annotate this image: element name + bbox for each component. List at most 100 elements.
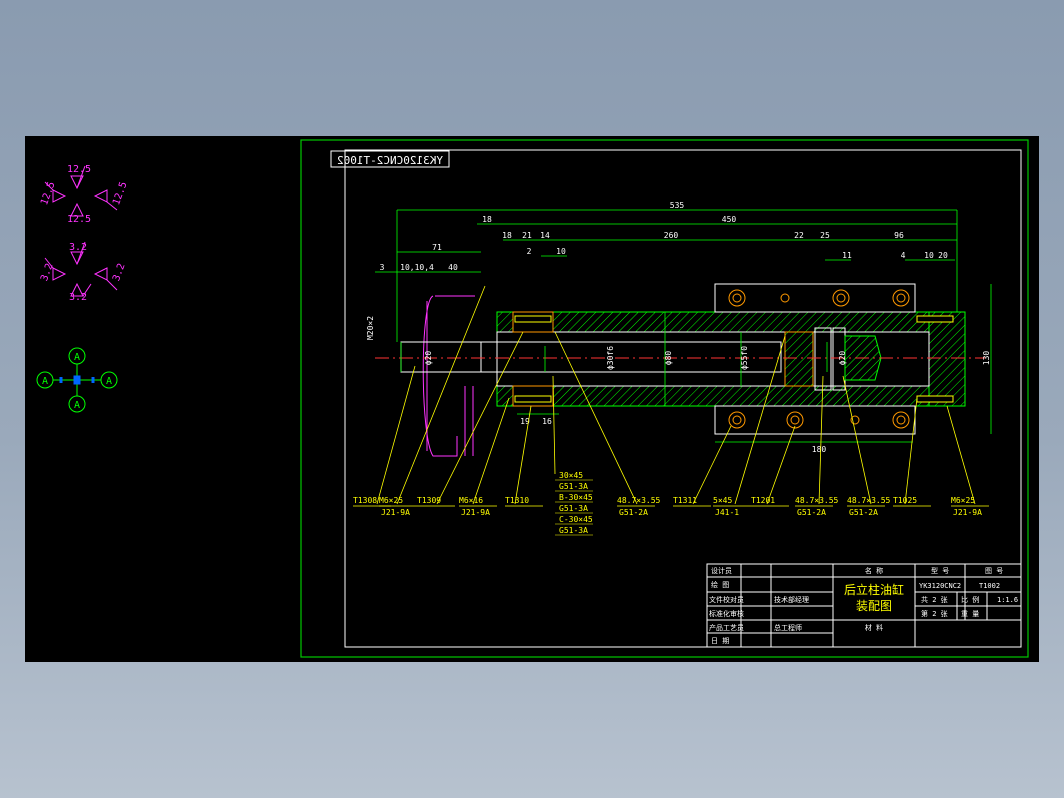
dim-4: 4 [901,251,906,260]
callout-sublabel: J21-9A [953,508,982,517]
callout-sublabel: G51-2A [619,508,648,517]
roughness-symbols [44,165,118,297]
callout-label: T1310 [505,496,529,505]
tb-date: 日 期 [711,637,729,645]
roughness-group-bottom [44,241,118,297]
cylinder-wall-bottom [496,385,930,407]
dim-phi20b: ϕ20 [838,351,847,366]
dim-450: 450 [722,215,737,224]
dim-phi80: ϕ80 [664,351,673,366]
dim-535: 535 [670,201,685,210]
dim-18b: 18 [502,231,512,240]
end-cap-right [928,311,966,407]
callout-label: M6×16 [459,496,483,505]
cad-viewport[interactable]: YK3120CNC2-T1002 12.5 12.5 12.5 12.5 3.2… [25,136,1039,662]
tb-weight: 重 量 [961,610,979,618]
code-box [330,150,450,168]
callout-sublabel: J21-9A [461,508,490,517]
dim-130: 130 [982,351,991,366]
roughness-label-right-2: 3.2 [111,262,128,283]
roughness-label-bottom-2: 3.2 [69,292,87,303]
dim-71: 71 [432,243,442,252]
tb-draw-check: 文件校对员 [709,595,744,604]
datum-symbol [36,347,118,413]
roughness-label-right: 12.5 [111,180,130,206]
dim-96: 96 [894,231,904,240]
callout-sublabel: G51-2A [797,508,826,517]
seal-stack-item: G51-3A [559,526,588,535]
cylinder-body [400,283,966,435]
tb-std-check: 标准化审核 [709,609,744,618]
callout-label: M6×25 [379,496,403,505]
bolt-cap-bottom [916,395,954,403]
dim-phi20: ϕ20 [424,351,433,366]
callout-label: T1308 [353,496,377,505]
dim-180: 180 [812,445,827,454]
roughness-label-left: 12.5 [39,180,58,206]
dim-2: 2 [527,247,532,256]
callout-label: T1311 [673,496,697,505]
dim-10-10-4: 10,10,4 [400,263,434,272]
dim-11: 11 [842,251,852,260]
dim-14: 14 [540,231,550,240]
dim-16: 16 [542,417,552,426]
callout-sublabel: J21-9A [381,508,410,517]
roughness-label-bottom: 12.5 [67,214,91,225]
dim-10b: 10 [924,251,934,260]
dim-3: 3 [380,263,385,272]
tb-type-value: YK3120CNC2 [919,582,961,590]
tb-name-line1: 后立柱油缸 [844,582,904,597]
seal-stack-item: G51-3A [559,482,588,491]
callout-label: 5×45 [713,496,732,505]
tb-main-reviewer: 技术部经理 [774,595,809,604]
inner-frame [344,149,1022,648]
drawing-canvas: YK3120CNC2-T1002 12.5 12.5 12.5 12.5 3.2… [36,139,1029,658]
dim-25: 25 [820,231,830,240]
datum-label-right: A [106,376,112,387]
tb-designer: 设计员 [711,566,732,575]
seal-stack-item: G51-3A [559,504,588,513]
dim-20: 20 [938,251,948,260]
roughness-label-top-2: 3.2 [69,242,87,253]
datum-label-left: A [42,376,48,387]
tb-scale-label: 比 例 [961,595,979,604]
dim-22: 22 [794,231,804,240]
flange-outline [422,295,475,457]
callout-label: M6×25 [951,496,975,505]
dim-phi30: ϕ30f6 [606,346,615,370]
tb-type-header: 型 号 [931,566,949,575]
callout-sublabel: J41-1 [715,508,739,517]
piston-seal-1 [814,327,832,391]
tb-material: 材 料 [865,623,883,632]
datum-label-bottom: A [74,400,80,411]
bolt-cap-top [916,315,954,323]
callout-label: T1025 [893,496,917,505]
dim-260: 260 [664,231,679,240]
piston-rod [480,341,782,373]
bolt-gland-top [514,315,552,323]
seal-stack-item: B-30×45 [559,493,593,502]
drawing-code-mirrored: YK3120CNC2-T1002 [337,154,443,167]
dim-19: 19 [520,417,530,426]
callout-label: 48.7×3.55 [795,496,839,505]
callout-label: 48.7×3.55 [847,496,891,505]
mounting-bracket-bottom [714,405,916,435]
tb-sheet-total: 共 2 张 [921,595,948,604]
roughness-label-top: 12.5 [67,164,91,175]
callout-label: T1201 [751,496,775,505]
dim-40: 40 [448,263,458,272]
seal-stack-item: C-30×45 [559,515,593,524]
dim-10a: 10 [556,247,566,256]
outer-frame [300,139,1029,658]
roughness-group-top [44,165,118,217]
callout-label: T1309 [417,496,441,505]
rod-end [400,341,482,373]
title-block [706,563,1022,648]
callout-label: 48.7×3.55 [617,496,661,505]
bolt-gland-bottom [514,395,552,403]
tb-sheet-no: 第 2 张 [921,609,948,618]
seal-stack-item: 30×45 [559,471,583,480]
leader-lines [376,285,976,505]
tb-drawing-no: T1002 [979,582,1000,590]
